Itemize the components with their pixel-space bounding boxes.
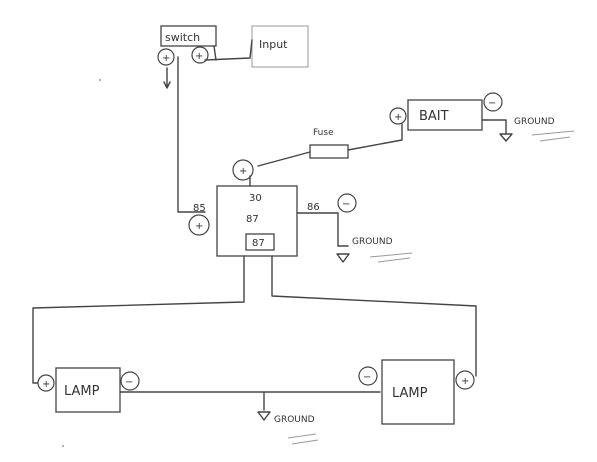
left-lamp-label: LAMP [64,384,100,399]
relay-ground-label: GROUND [352,237,393,247]
battery-ground-label: GROUND [514,117,555,127]
pen-dot [62,445,64,447]
right-lamp-box [381,359,455,425]
switch-plus-sign: + [162,53,170,64]
input-label: Input [259,38,288,51]
battery-ground-scribble [531,130,575,142]
right-lamp-plus-terminal [455,370,475,390]
switch-minus-sign: + [195,51,203,62]
lamp-ground-label: GROUND [274,415,315,425]
wire-87-to-right-lamp [271,255,477,377]
right-lamp-minus-sign: − [363,372,371,383]
wire-fuse-to-battery [347,123,403,151]
switch-label: switch [165,31,200,44]
relay85-plus-sign: + [195,221,203,232]
lamp-ground-symbol [257,411,271,421]
relay85-plus-terminal [188,214,210,236]
left-lamp-plus-sign: + [42,379,50,390]
wire-switch-input [204,39,253,61]
relay86-minus-sign: − [342,199,350,210]
arrow-down [163,67,171,89]
wire-relay30-to-fuse [257,151,311,167]
battery-minus-terminal [483,92,503,112]
fuse-label: Fuse [313,128,334,138]
wire-86-to-ground [296,212,349,247]
relay30-plus-sign: + [239,166,247,177]
relay-pin-85: 85 [193,203,206,214]
relay-pin-87a: 87 [246,214,259,225]
relay-87-box [245,233,275,251]
battery-label: BAIT [419,109,449,124]
switch-minus-terminal [191,46,209,64]
left-lamp-minus-sign: − [125,377,133,388]
wire-87-to-left-lamp [32,255,245,384]
switch-box [160,25,217,47]
wire-switch-to-85 [177,56,206,213]
battery-box [407,99,483,131]
relay-pin-87: 87 [252,238,265,249]
wire-switch-tab [213,45,217,61]
pen-dot [99,79,101,81]
right-lamp-label: LAMP [392,386,428,401]
fuse-box [309,144,349,159]
switch-plus-terminal [157,48,175,66]
right-lamp-plus-sign: + [461,376,469,387]
relay30-plus-terminal [232,159,254,181]
battery-ground-symbol [481,119,513,142]
relay-pin-86: 86 [307,202,320,213]
left-lamp-minus-terminal [120,371,140,391]
left-lamp-box [55,367,121,413]
right-lamp-minus-terminal [358,366,378,386]
relay-ground-symbol [336,253,350,263]
relay86-minus-terminal [337,193,357,213]
battery-plus-terminal [389,107,407,125]
relay-ground-scribble [369,252,413,263]
battery-minus-sign: − [488,98,496,109]
relay-pin-30: 30 [249,193,262,204]
relay-box [216,185,298,257]
input-box [251,25,309,68]
left-lamp-plus-terminal [37,374,55,392]
lamp-ground-scribble [287,433,319,445]
battery-plus-sign: + [394,112,402,123]
